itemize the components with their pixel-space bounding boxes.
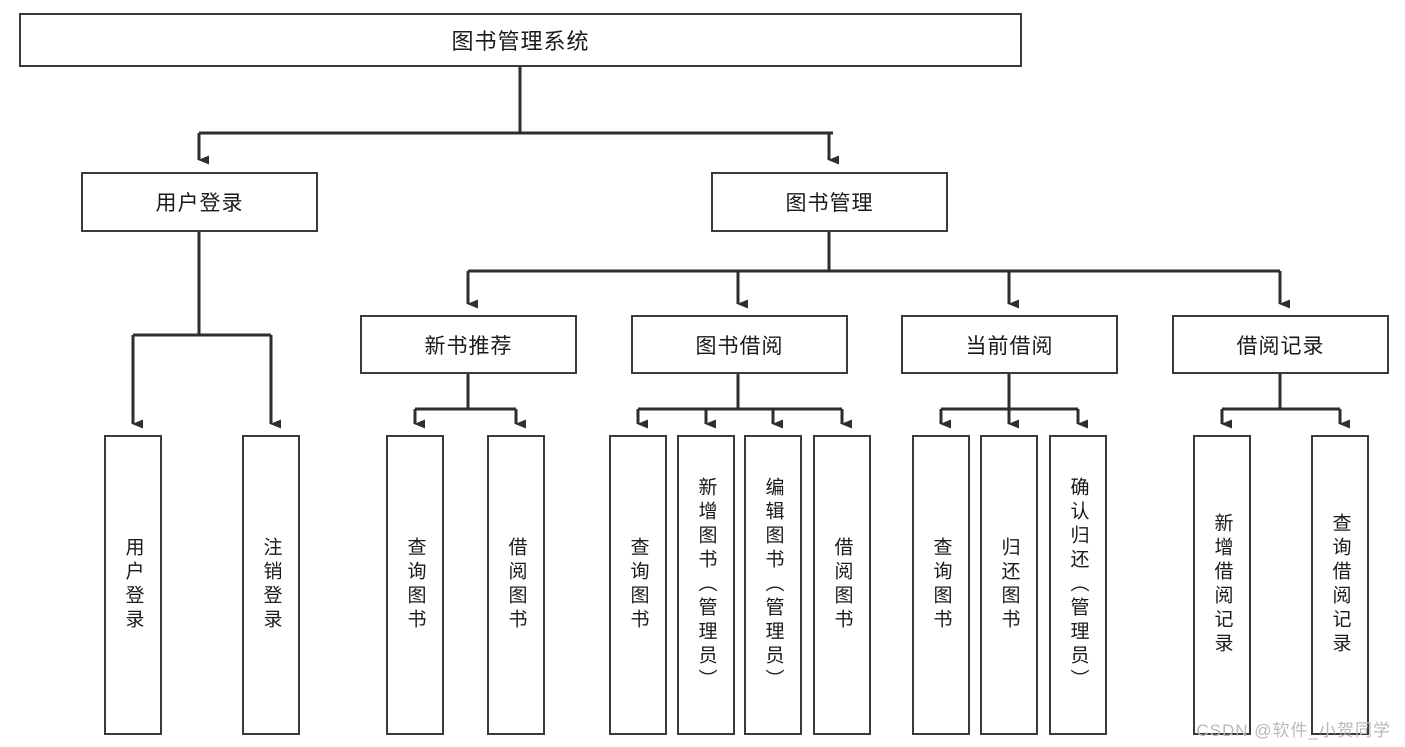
node-root-label: 图书管理系统 — [451, 29, 590, 54]
node-leaf-book-borrow-2[interactable]: 新增图书（管理员） — [677, 435, 735, 735]
node-leaf-borrow-record-2-label: 查询借阅记录 — [1329, 513, 1351, 657]
node-book-borrow[interactable]: 图书借阅 — [631, 315, 848, 374]
watermark: CSDN @软件_小贺同学 — [1196, 721, 1391, 740]
node-leaf-new-book-rec-2[interactable]: 借阅图书 — [487, 435, 545, 735]
node-leaf-book-borrow-2-label: 新增图书（管理员） — [695, 477, 717, 693]
node-leaf-current-borrow-3-label: 确认归还（管理员） — [1067, 477, 1089, 693]
node-root[interactable]: 图书管理系统 — [19, 13, 1022, 67]
node-leaf-current-borrow-1-label: 查询图书 — [930, 537, 952, 633]
node-leaf-current-borrow-3[interactable]: 确认归还（管理员） — [1049, 435, 1107, 735]
node-leaf-book-borrow-4[interactable]: 借阅图书 — [813, 435, 871, 735]
node-leaf-book-borrow-1-label: 查询图书 — [627, 537, 649, 633]
node-book-manage[interactable]: 图书管理 — [711, 172, 948, 232]
node-leaf-user-login-1-label: 用户登录 — [122, 537, 144, 633]
node-borrow-record[interactable]: 借阅记录 — [1172, 315, 1389, 374]
node-leaf-borrow-record-1-label: 新增借阅记录 — [1211, 513, 1233, 657]
node-leaf-user-login-1[interactable]: 用户登录 — [104, 435, 162, 735]
node-leaf-current-borrow-2[interactable]: 归还图书 — [980, 435, 1038, 735]
node-current-borrow-label: 当前借阅 — [965, 334, 1054, 358]
node-new-book-rec-label: 新书推荐 — [424, 334, 513, 358]
node-leaf-new-book-rec-1-label: 查询图书 — [404, 537, 426, 633]
node-user-login[interactable]: 用户登录 — [81, 172, 318, 232]
node-current-borrow[interactable]: 当前借阅 — [901, 315, 1118, 374]
node-user-login-label: 用户登录 — [155, 192, 244, 215]
node-leaf-book-borrow-3[interactable]: 编辑图书（管理员） — [744, 435, 802, 735]
node-leaf-book-borrow-1[interactable]: 查询图书 — [609, 435, 667, 735]
node-leaf-borrow-record-1[interactable]: 新增借阅记录 — [1193, 435, 1251, 735]
node-leaf-book-borrow-3-label: 编辑图书（管理员） — [762, 477, 784, 693]
node-leaf-current-borrow-2-label: 归还图书 — [998, 537, 1020, 633]
node-leaf-user-login-2[interactable]: 注销登录 — [242, 435, 300, 735]
node-new-book-rec[interactable]: 新书推荐 — [360, 315, 577, 374]
node-book-borrow-label: 图书借阅 — [695, 334, 784, 358]
node-borrow-record-label: 借阅记录 — [1236, 334, 1325, 358]
node-leaf-borrow-record-2[interactable]: 查询借阅记录 — [1311, 435, 1369, 735]
node-leaf-new-book-rec-2-label: 借阅图书 — [505, 537, 527, 633]
node-book-manage-label: 图书管理 — [785, 192, 874, 215]
node-leaf-user-login-2-label: 注销登录 — [260, 537, 282, 633]
node-leaf-current-borrow-1[interactable]: 查询图书 — [912, 435, 970, 735]
node-leaf-book-borrow-4-label: 借阅图书 — [831, 537, 853, 633]
node-leaf-new-book-rec-1[interactable]: 查询图书 — [386, 435, 444, 735]
